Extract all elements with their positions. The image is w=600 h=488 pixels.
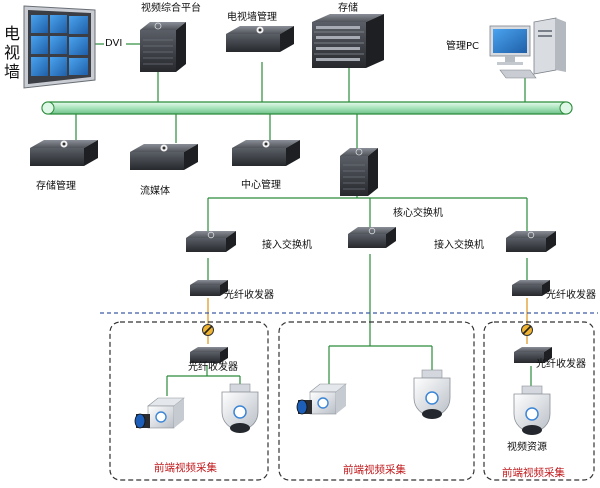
fiber-connector-2 <box>521 324 533 336</box>
video-wall-device <box>23 5 96 89</box>
storage-manager-label: 存储管理 <box>36 181 76 192</box>
stream-media-device <box>130 144 198 170</box>
front-capture-1-label: 前端视频采集 <box>154 462 217 474</box>
dome-camera-3 <box>513 385 551 435</box>
front-capture-3-label: 前端视频采集 <box>502 467 565 479</box>
admin-pc-label: 管理PC <box>446 41 480 52</box>
video-source-label: 视频资源 <box>507 442 547 453</box>
fiber-transceiver-2-label: 光纤收发器 <box>188 362 238 373</box>
video-wall-label: 电视墙 <box>3 24 20 81</box>
video-platform-device <box>140 22 186 72</box>
core-switch-label: 核心交换机 <box>393 208 443 219</box>
storage-device <box>312 14 384 68</box>
fiber-transceiver-3-label: 光纤收发器 <box>546 290 596 301</box>
fiber-lines <box>207 298 528 344</box>
dome-camera-2 <box>413 369 451 419</box>
fiber-transceiver-4-label: 光纤收发器 <box>536 359 586 370</box>
access-switch-2-device <box>506 231 556 252</box>
access-switch-2-label: 接入交换机 <box>434 240 484 251</box>
fiber-transceiver-1-label: 光纤收发器 <box>224 290 274 301</box>
fiber-transceiver-4-device <box>514 347 552 363</box>
middle-switch-device <box>348 227 396 248</box>
fiber-transceiver-2-device <box>190 347 228 363</box>
connection-lines <box>75 43 532 396</box>
backbone-bus <box>41 101 573 115</box>
front-end-group-2 <box>278 321 475 481</box>
admin-pc-device <box>489 17 566 79</box>
storage-manager-device <box>30 140 98 166</box>
fiber-connector-1 <box>202 324 214 336</box>
box-camera-2 <box>296 383 347 415</box>
wall-manager-label: 电视墙管理 <box>227 12 277 23</box>
center-manager-device <box>232 140 300 166</box>
front-capture-2-label: 前端视频采集 <box>343 464 406 476</box>
access-switch-1-label: 接入交换机 <box>262 240 312 251</box>
front-end-group-3 <box>483 321 595 481</box>
video-platform-label: 视频综合平台 <box>141 3 201 14</box>
fiber-transceiver-1-device <box>190 280 228 296</box>
wall-manager-device <box>226 26 294 52</box>
access-switch-1-device <box>186 231 236 252</box>
storage-label: 存储 <box>338 3 358 14</box>
core-switch-device <box>340 148 378 196</box>
fiber-transceiver-3-device <box>512 280 550 296</box>
dome-camera-1 <box>221 383 259 433</box>
stream-media-label: 流媒体 <box>140 186 170 197</box>
center-manager-label: 中心管理 <box>241 180 281 191</box>
front-end-group-1 <box>109 321 269 481</box>
dvi-label: DVI <box>105 38 123 49</box>
box-camera-1 <box>134 397 185 429</box>
